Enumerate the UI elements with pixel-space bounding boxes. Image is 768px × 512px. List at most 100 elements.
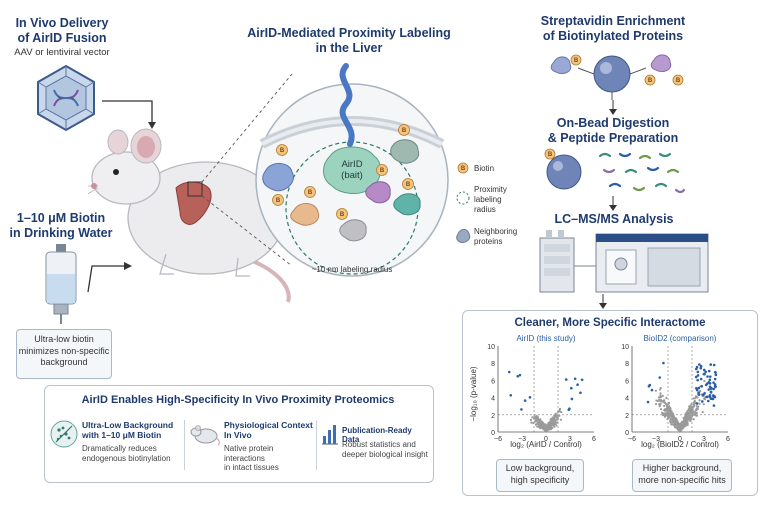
background-point (656, 400, 659, 403)
mass-spectrometer-icon (539, 230, 709, 293)
background-point (667, 402, 670, 405)
significant-point (662, 361, 665, 365)
peptides-icon: B (544, 148, 686, 194)
background-point (701, 410, 704, 414)
background-point (691, 409, 694, 412)
left-x-label: log₂ (AirID / Control) (510, 440, 582, 449)
y-tick-label: 4 (491, 396, 495, 403)
significant-point (708, 378, 712, 382)
background-point (661, 394, 664, 397)
background-point (659, 387, 662, 390)
bar-chart-icon (322, 425, 338, 445)
item3-body: Robust statistics and deeper biological … (342, 440, 428, 459)
background-point (664, 413, 668, 417)
y-tick-label: 10 (621, 344, 629, 351)
significant-point (518, 373, 522, 377)
background-point (693, 411, 696, 414)
significant-point (567, 408, 571, 412)
significant-point (701, 400, 704, 403)
significant-point (709, 363, 713, 366)
background-point (692, 418, 695, 421)
scatter-icon (50, 420, 78, 448)
zoom-lines (201, 73, 293, 267)
background-point (532, 421, 535, 425)
y-axis-label: −log₁₀ (p-value) (469, 366, 478, 421)
significant-point (713, 377, 717, 381)
summary-item-3: Publication-Ready Data Robust statistics… (320, 414, 430, 474)
background-point (682, 422, 685, 425)
background-point (667, 405, 671, 408)
significant-point (714, 371, 717, 374)
mouse-icon (88, 128, 291, 303)
significant-point (696, 374, 700, 377)
background-point (687, 417, 690, 420)
background-point (663, 401, 666, 404)
background-point (690, 412, 693, 415)
x-tick-label: 0 (544, 436, 548, 443)
significant-point (694, 375, 698, 379)
significant-point (707, 399, 710, 403)
significant-point (520, 408, 523, 411)
significant-point (712, 381, 715, 384)
background-point (692, 404, 696, 408)
y-tick-label: 6 (491, 378, 495, 385)
x-tick-label: 3 (568, 436, 572, 443)
significant-point (699, 364, 703, 368)
background-point (676, 421, 680, 424)
background-point (688, 419, 691, 422)
streptavidin-bead-icon: B B B (550, 54, 684, 100)
background-point (694, 409, 697, 412)
significant-point (516, 375, 520, 378)
significant-point (658, 376, 662, 379)
background-point (698, 399, 701, 402)
background-point (665, 412, 668, 415)
background-point (670, 423, 673, 426)
background-point (678, 425, 681, 428)
background-point (556, 411, 559, 414)
y-tick-label: 8 (625, 361, 629, 368)
significant-point (705, 395, 709, 399)
background-point (548, 427, 551, 430)
right-panel-title: BioID2 (comparison) (644, 334, 717, 343)
background-point (538, 424, 541, 427)
background-point (535, 417, 538, 420)
step3-title: LC–MS/MS Analysis (554, 212, 674, 226)
significant-point (702, 368, 706, 372)
significant-point (699, 377, 703, 381)
significant-point (695, 402, 699, 405)
background-point (558, 414, 561, 417)
radius-label: ~10 nm labeling radius (312, 265, 393, 274)
background-point (695, 414, 699, 417)
background-point (553, 416, 556, 420)
significant-point (523, 399, 527, 402)
background-point (670, 416, 674, 419)
background-point (536, 422, 539, 425)
background-point (555, 424, 558, 427)
background-point (661, 400, 664, 403)
significant-point (570, 386, 573, 390)
right-points (646, 361, 718, 433)
significant-point (703, 391, 706, 395)
biotin-badge: B (406, 182, 411, 188)
background-point (558, 408, 561, 411)
background-point (688, 409, 692, 412)
background-point (659, 402, 662, 406)
x-tick-label: −6 (628, 436, 636, 443)
background-point (666, 406, 669, 409)
significant-point (580, 378, 584, 382)
background-point (654, 402, 658, 406)
significant-point (713, 385, 717, 388)
significant-point (694, 367, 698, 371)
item3-title: Publication-Ready Data (342, 426, 412, 444)
background-point (686, 422, 689, 425)
biotin-badge: B (308, 190, 313, 196)
background-point (670, 411, 673, 414)
significant-point (579, 391, 582, 395)
background-point (692, 401, 696, 404)
y-tick-label: 8 (491, 361, 495, 368)
background-point (686, 423, 689, 427)
background-point (684, 421, 687, 425)
significant-point (576, 383, 579, 387)
background-point (549, 421, 552, 424)
significant-point (714, 373, 718, 377)
